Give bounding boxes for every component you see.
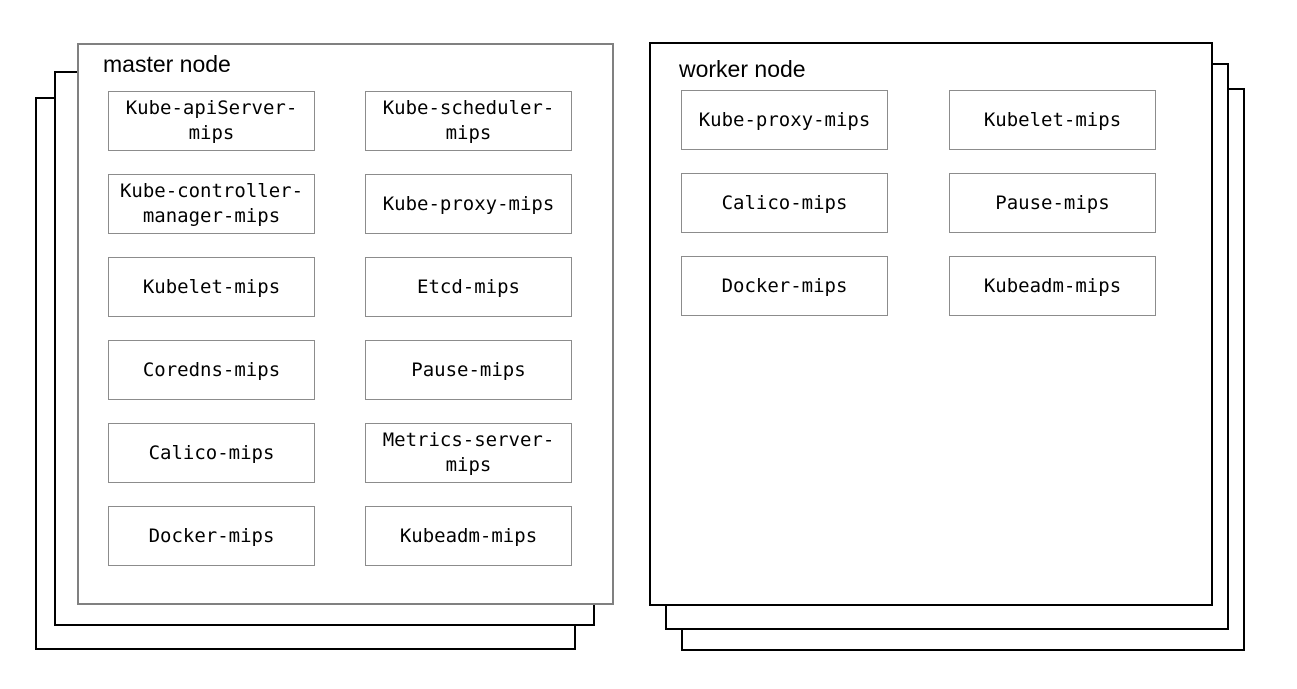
master-component-kubeadm-mips: Kubeadm-mips [365,506,572,566]
worker-component-kubeadm-mips: Kubeadm-mips [949,256,1156,316]
master-component-kube-scheduler-mips: Kube-scheduler-mips [365,91,572,151]
master-component-calico-mips: Calico-mips [108,423,315,483]
master-component-docker-mips: Docker-mips [108,506,315,566]
master-component-kube-apiserver-mips: Kube-apiServer-mips [108,91,315,151]
worker-node-title: worker node [679,56,806,82]
master-node-title: master node [103,51,231,77]
master-component-kube-proxy-mips: Kube-proxy-mips [365,174,572,234]
master-component-grid: Kube-apiServer-mips Kube-scheduler-mips … [108,91,572,566]
master-component-metrics-server-mips: Metrics-server-mips [365,423,572,483]
worker-node-box: worker node Kube-proxy-mips Kubelet-mips… [649,42,1213,606]
worker-component-calico-mips: Calico-mips [681,173,888,233]
master-node-box: master node Kube-apiServer-mips Kube-sch… [77,43,614,605]
worker-component-grid: Kube-proxy-mips Kubelet-mips Calico-mips… [681,90,1156,316]
worker-component-kube-proxy-mips: Kube-proxy-mips [681,90,888,150]
worker-component-kubelet-mips: Kubelet-mips [949,90,1156,150]
worker-component-pause-mips: Pause-mips [949,173,1156,233]
master-component-pause-mips: Pause-mips [365,340,572,400]
worker-component-docker-mips: Docker-mips [681,256,888,316]
master-component-etcd-mips: Etcd-mips [365,257,572,317]
master-component-kubelet-mips: Kubelet-mips [108,257,315,317]
master-component-kube-controller-manager-mips: Kube-controller-manager-mips [108,174,315,234]
master-component-coredns-mips: Coredns-mips [108,340,315,400]
